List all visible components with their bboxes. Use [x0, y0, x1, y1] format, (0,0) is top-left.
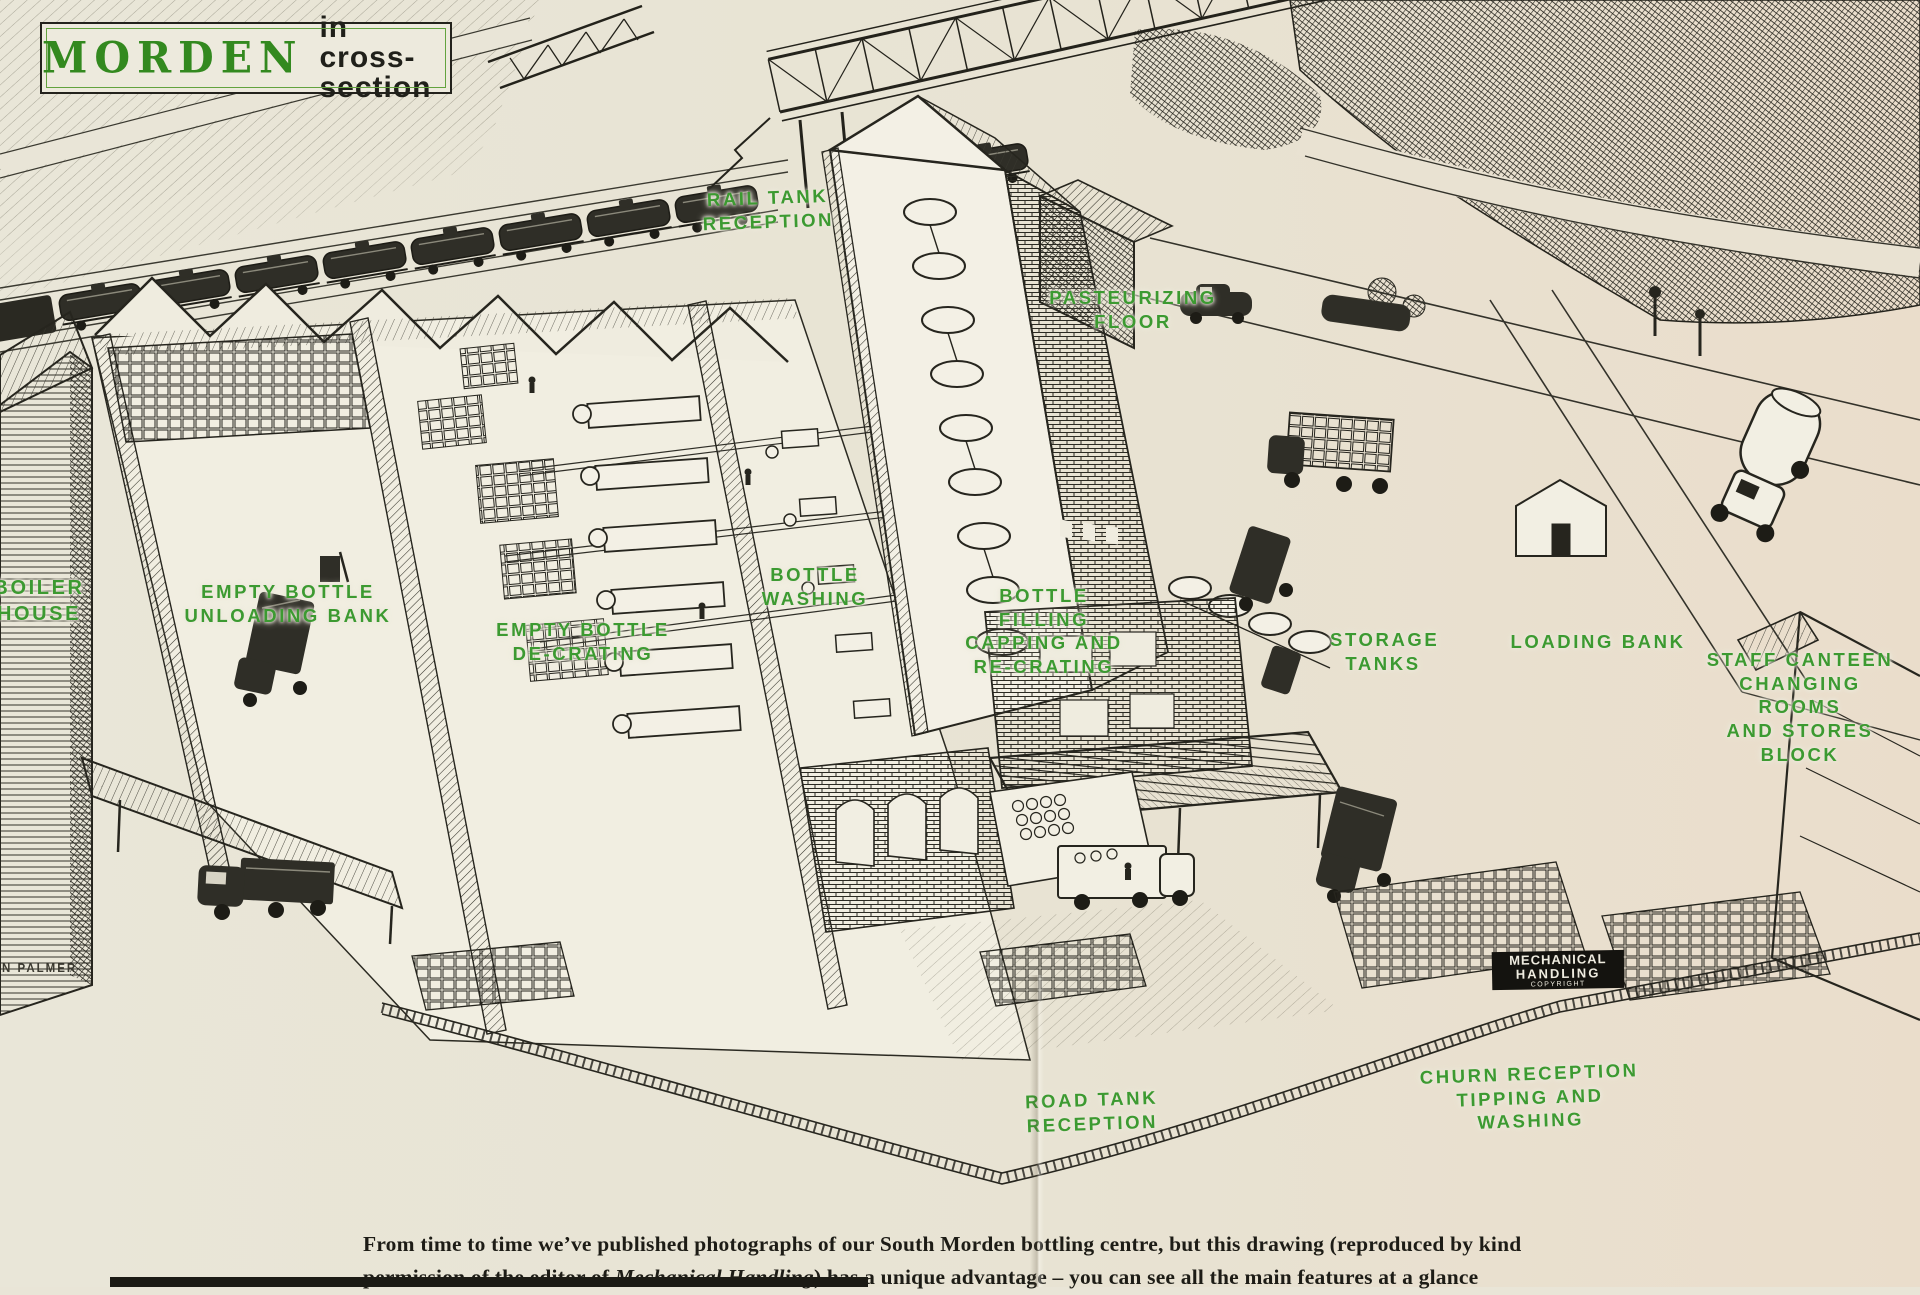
page-edge-shadow	[110, 1277, 868, 1287]
copyright-stamp: MECHANICAL HANDLING COPYRIGHT	[1491, 949, 1625, 991]
label-storage-tanks: STORAGE TANKS	[1330, 629, 1440, 674]
car	[1180, 284, 1252, 324]
label-boiler-house: BOILER HOUSE	[0, 577, 85, 625]
churn-lorry	[1057, 845, 1195, 910]
artist-signature: N PALMER	[2, 963, 78, 975]
label-rail-tank-reception: RAIL TANK RECEPTION	[702, 184, 835, 234]
boundary-wall	[380, 861, 1920, 1185]
title-box: MORDEN in cross-section	[40, 13, 452, 103]
loading-bank-lorry	[1229, 526, 1301, 695]
label-staff-canteen: STAFF CANTEEN CHANGING ROOMS AND STORES …	[1706, 649, 1894, 765]
right-vehicles	[1180, 284, 1822, 543]
boiler-house-building	[0, 310, 404, 1017]
gable-hut	[1515, 478, 1607, 557]
title-brand: MORDEN	[42, 32, 304, 83]
page-fold-crease	[1030, 975, 1044, 1287]
delivery-truck	[197, 857, 335, 920]
road-tank-reception-area	[799, 747, 1340, 1060]
staff-canteen-block	[1515, 478, 1920, 1022]
caption-line1: From time to time we’ve published photog…	[363, 1232, 1522, 1256]
pasteurizing-building	[821, 94, 1174, 737]
road-tanker	[1710, 387, 1822, 543]
label-churn-reception: CHURN RECEPTION TIPPING AND WASHING	[1419, 1059, 1639, 1134]
label-empty-bottle-unloading-bank: EMPTY BOTTLE UNLOADING BANK	[184, 581, 392, 626]
small-gantry	[487, 4, 655, 90]
unloading-truck	[234, 591, 315, 707]
label-empty-bottle-de-crating: EMPTY BOTTLE DE-CRATING	[496, 619, 670, 664]
label-bottle-washing: BOTTLE WASHING	[761, 564, 869, 609]
label-pasteurizing-floor: PASTEURIZING FLOOR	[1049, 287, 1217, 332]
label-loading-bank: LOADING BANK	[1510, 631, 1686, 652]
crate-lorry	[1267, 411, 1395, 494]
label-bottle-filling: BOTTLE FILLING CAPPING AND RE-CRATING	[965, 585, 1123, 678]
footbridge-truss	[707, 0, 1349, 209]
churn-reception-area	[989, 771, 1397, 910]
title-rest: in cross-section	[319, 11, 432, 104]
